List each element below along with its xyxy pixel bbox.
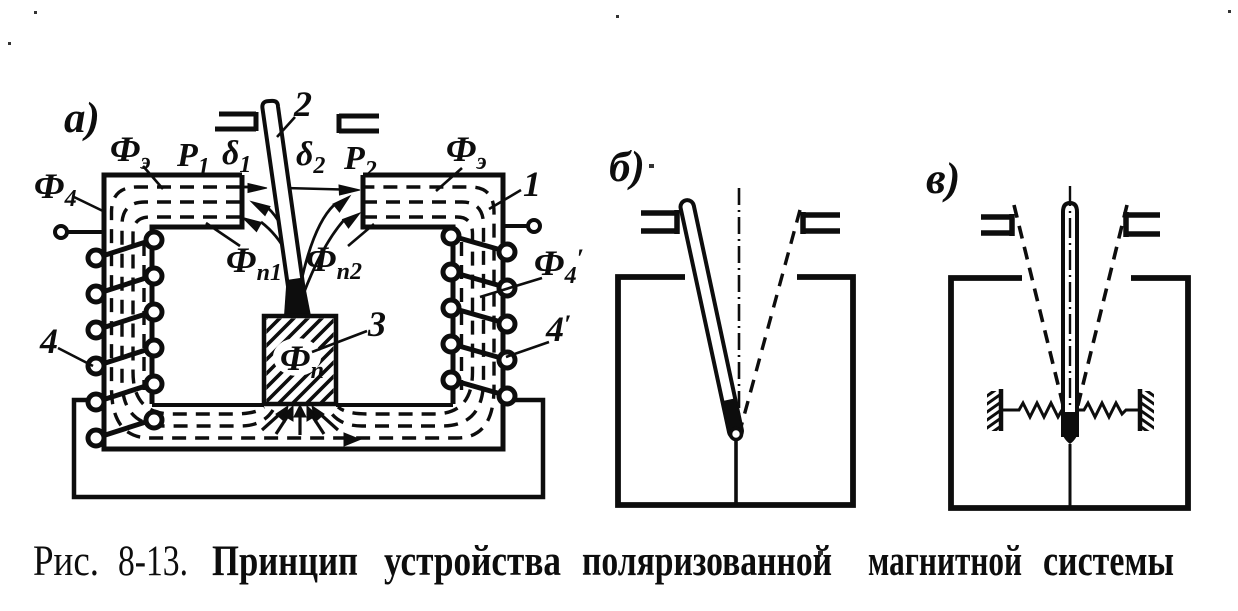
svg-text:Принцип: Принцип <box>212 538 358 585</box>
svg-text:Фэ: Фэ <box>446 129 487 175</box>
svg-text:Фэ: Фэ <box>110 129 151 175</box>
svg-text:а): а) <box>64 95 100 142</box>
svg-text:б): б) <box>609 144 645 191</box>
svg-text:Фп2: Фп2 <box>306 239 362 285</box>
svg-text:Рис.: Рис. <box>33 538 99 585</box>
svg-text:в): в) <box>926 154 960 203</box>
svg-text:4′: 4′ <box>545 309 571 349</box>
svg-text:2: 2 <box>293 84 312 124</box>
svg-text:устройства: устройства <box>384 538 561 585</box>
svg-text:магнитной: магнитной <box>868 538 1022 585</box>
svg-text:3: 3 <box>367 304 386 344</box>
svg-text:Фп1: Фп1 <box>226 240 282 286</box>
svg-text:Р1: Р1 <box>176 137 210 180</box>
svg-text:Ф4′: Ф4′ <box>534 243 584 289</box>
svg-text:системы: системы <box>1043 538 1174 585</box>
svg-text:8-13.: 8-13. <box>118 538 188 585</box>
svg-text:4: 4 <box>39 321 58 361</box>
svg-text:поляризованной: поляризованной <box>582 538 832 585</box>
svg-text:Р2: Р2 <box>343 140 377 183</box>
svg-text:Ф4: Ф4 <box>34 166 77 212</box>
svg-text:δ1: δ1 <box>222 135 251 178</box>
svg-text:δ2: δ2 <box>296 136 325 179</box>
svg-text:1: 1 <box>523 164 541 204</box>
